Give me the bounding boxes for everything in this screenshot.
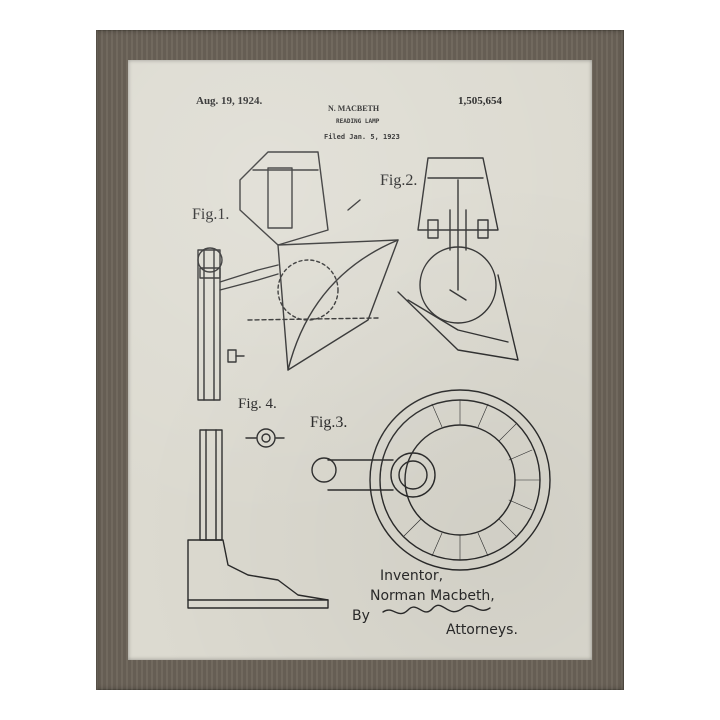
fig2-label: Fig.2. [380, 172, 417, 190]
fig3-label: Fig.3. [310, 414, 347, 432]
patent-date: Aug. 19, 1924. [196, 95, 262, 107]
fig1-lamp-stand [188, 248, 328, 608]
patent-title: READING LAMP [336, 118, 379, 125]
patent-drawing [128, 60, 592, 660]
fig4-ring-detail [246, 429, 284, 447]
fig1-lamp-head [240, 152, 398, 370]
patent-filed-date: Filed Jan. 5, 1923 [324, 133, 400, 141]
patent-inventor-header: N. MACBETH [328, 104, 379, 113]
by-label: By [352, 608, 370, 624]
inventor-label: Inventor, [380, 568, 443, 584]
patent-paper: Aug. 19, 1924. 1,505,654 N. MACBETH READ… [128, 60, 592, 660]
inventor-name: Norman Macbeth, [370, 588, 495, 604]
fig3-reflector-top-view [312, 390, 550, 570]
fig4-label: Fig. 4. [238, 396, 277, 413]
attorney-signature [383, 605, 490, 613]
fig2-cross-section [398, 158, 518, 360]
attorneys-label: Attorneys. [446, 622, 518, 638]
patent-number: 1,505,654 [458, 95, 502, 107]
fig1-label: Fig.1. [192, 206, 229, 224]
